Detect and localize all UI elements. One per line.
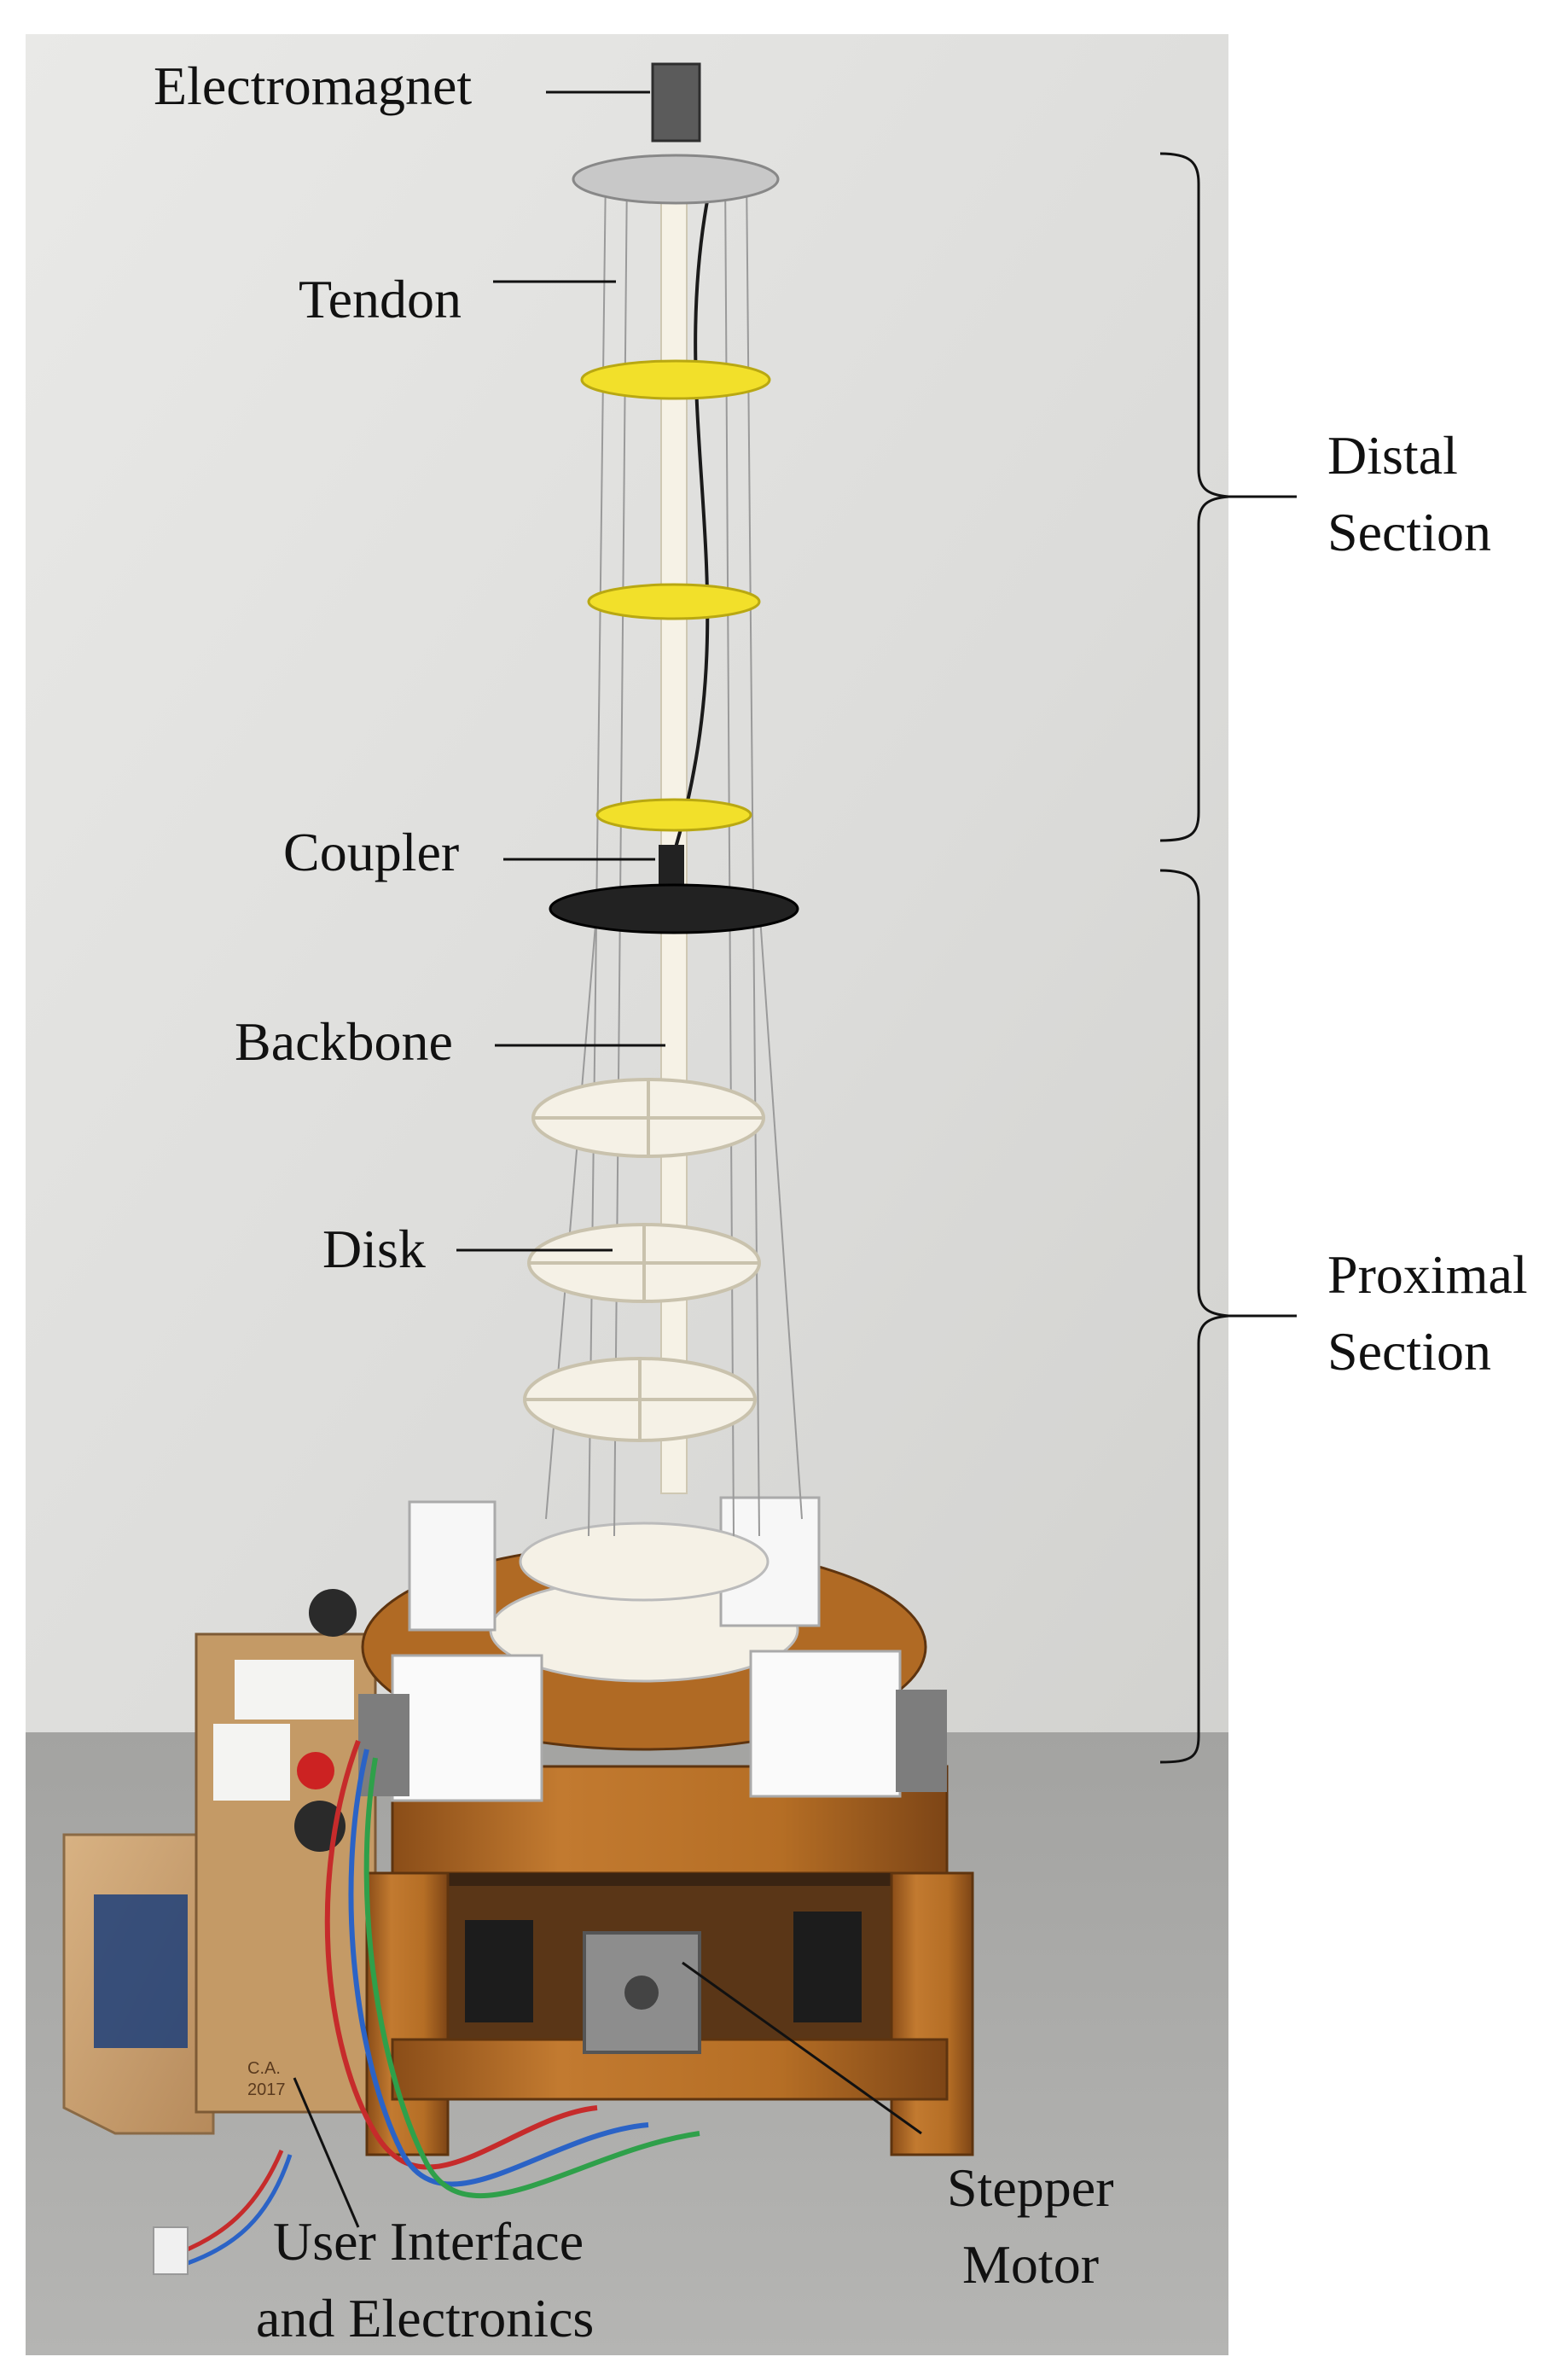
label-distal-line1: Distal [1327,425,1458,486]
labels: Electromagnet Tendon Coupler Backbone Di… [154,55,1528,2348]
wooden-base [365,1765,974,2156]
motor-platform [153,1496,947,2275]
black-disk [549,883,799,934]
label-disk: Disk [322,1219,426,1279]
box-marking: 2017 [247,2080,286,2099]
label-proximal-line2: Section [1327,1321,1491,1382]
photograph: C.A. 2017 [26,34,1228,2355]
background-wall [26,34,1228,1732]
box-marking: C.A. [247,2059,281,2078]
yellow-disk [595,798,752,832]
label-tendon: Tendon [299,269,462,329]
yellow-disk [587,583,761,620]
brackets [1159,152,1297,1764]
electronics-box [62,1589,377,2135]
label-proximal-line1: Proximal [1327,1244,1528,1305]
electromagnet [651,62,701,143]
label-stepper-line1: Stepper [947,2157,1114,2218]
leader-lines [293,90,922,2228]
robot-arm [523,62,803,1537]
yellow-disk [580,359,771,400]
label-distal-line2: Section [1327,502,1491,562]
label-electromagnet: Electromagnet [154,55,472,116]
label-backbone: Backbone [235,1011,453,1072]
label-ui-line2: and Electronics [256,2288,594,2348]
label-coupler: Coupler [283,822,459,882]
label-stepper-line2: Motor [962,2234,1099,2295]
label-ui-line1: User Interface [273,2211,584,2272]
